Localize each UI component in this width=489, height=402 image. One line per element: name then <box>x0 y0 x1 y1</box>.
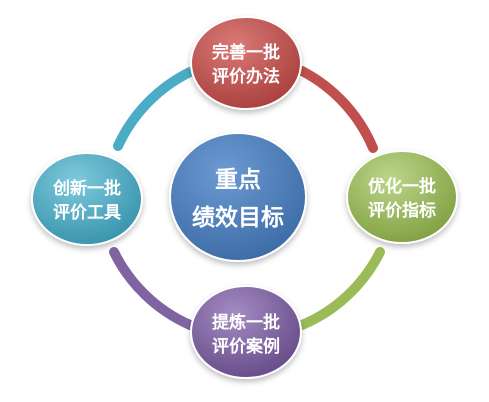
ring-arc-right-bottom <box>297 247 385 330</box>
node-bottom: 提炼一批 评价案例 <box>190 285 302 379</box>
ring-arc-left-top <box>113 67 195 151</box>
center-line-2: 绩效目标 <box>192 204 284 231</box>
node-bottom-line-1: 提炼一批 <box>212 312 280 333</box>
node-top-line-1: 完善一批 <box>212 42 280 63</box>
node-left: 创新一批 评价工具 <box>31 152 143 246</box>
center-line-1: 重点 <box>215 167 261 193</box>
node-left-line-2: 评价工具 <box>53 203 121 223</box>
node-top: 完善一批 评价办法 <box>190 16 302 110</box>
node-top-line-2: 评价办法 <box>212 66 280 87</box>
node-bottom-line-2: 评价案例 <box>212 336 280 357</box>
node-right: 优化一批 评价指标 <box>346 150 458 244</box>
center-node: 重点 绩效目标 <box>169 132 307 262</box>
node-left-line-1: 创新一批 <box>52 178 121 199</box>
node-right-line-1: 优化一批 <box>368 176 436 197</box>
ring-arc-top-right <box>297 66 378 153</box>
ring-arc-bottom-left <box>109 247 195 330</box>
node-right-line-2: 评价指标 <box>368 200 436 221</box>
